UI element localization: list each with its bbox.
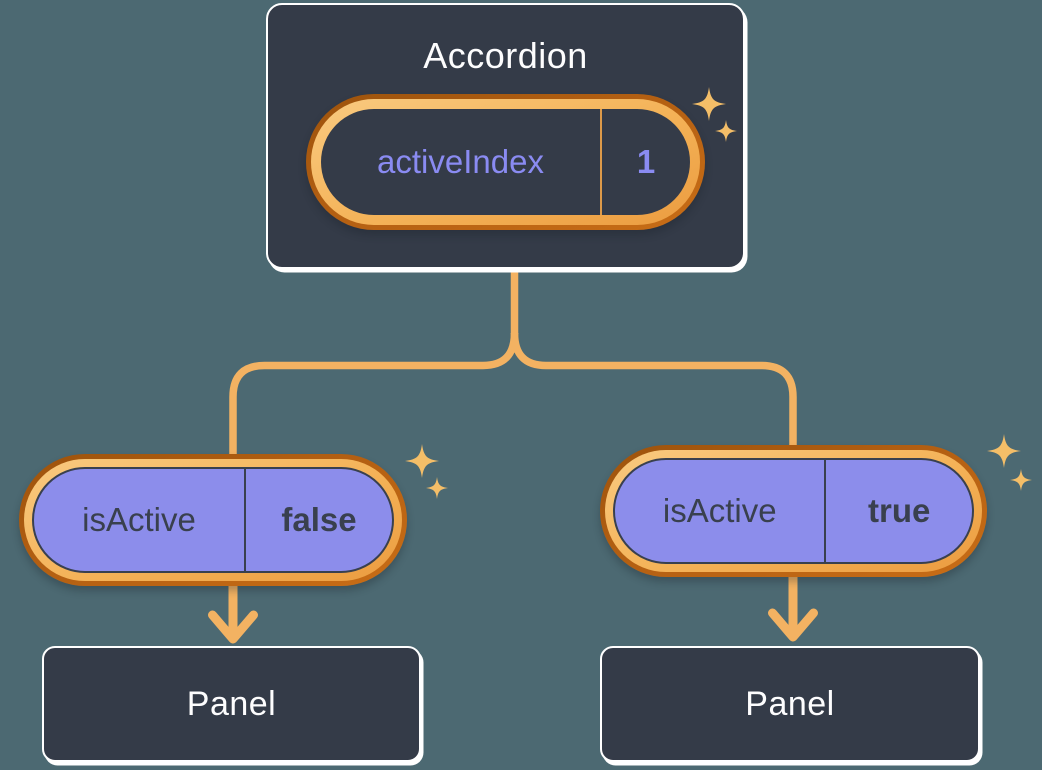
state-pill-ring: activeIndex 1: [311, 99, 700, 225]
state-pill-ring: isActive false: [24, 459, 402, 581]
panel-label: Panel: [186, 684, 277, 723]
sparkle-small-icon: [426, 477, 448, 499]
left-arrow-icon: [208, 579, 258, 644]
sparkle-icon: [692, 87, 737, 142]
state-divider: [824, 460, 827, 562]
right-is-active-state-pill: isActive true: [600, 445, 987, 577]
right-arrow-icon: [768, 571, 818, 642]
left-is-active-state-pill: isActive false: [19, 454, 407, 586]
state-value: true: [868, 492, 931, 529]
sparkle-big-icon: [987, 434, 1021, 468]
panel-label: Panel: [745, 684, 835, 723]
state-divider: [600, 109, 602, 215]
left-panel-box: Panel: [42, 646, 421, 762]
sparkle-icon: [987, 434, 1032, 491]
sparkle-icon: [405, 444, 448, 499]
state-value: 1: [636, 143, 656, 180]
active-index-state-pill: activeIndex 1: [306, 94, 705, 230]
sparkle-small-icon: [1010, 469, 1032, 491]
state-pill-core: activeIndex 1: [321, 109, 690, 215]
sparkle-big-icon: [692, 87, 726, 121]
state-name: activeIndex: [377, 143, 544, 180]
state-divider: [244, 469, 247, 571]
state-pill-core: isActive false: [32, 467, 394, 573]
tree-right-branch-line: [510, 332, 797, 465]
sparkle-big-icon: [405, 444, 439, 478]
accordion-title: Accordion: [423, 35, 588, 76]
state-pill-ring: isActive true: [605, 450, 982, 572]
state-name: isActive: [82, 501, 196, 538]
right-panel-box: Panel: [600, 646, 980, 762]
state-pill-core: isActive true: [613, 458, 974, 564]
state-value: false: [281, 501, 357, 538]
state-name: isActive: [662, 492, 777, 529]
tree-left-branch-line: [229, 332, 519, 470]
sparkle-small-icon: [715, 120, 737, 142]
